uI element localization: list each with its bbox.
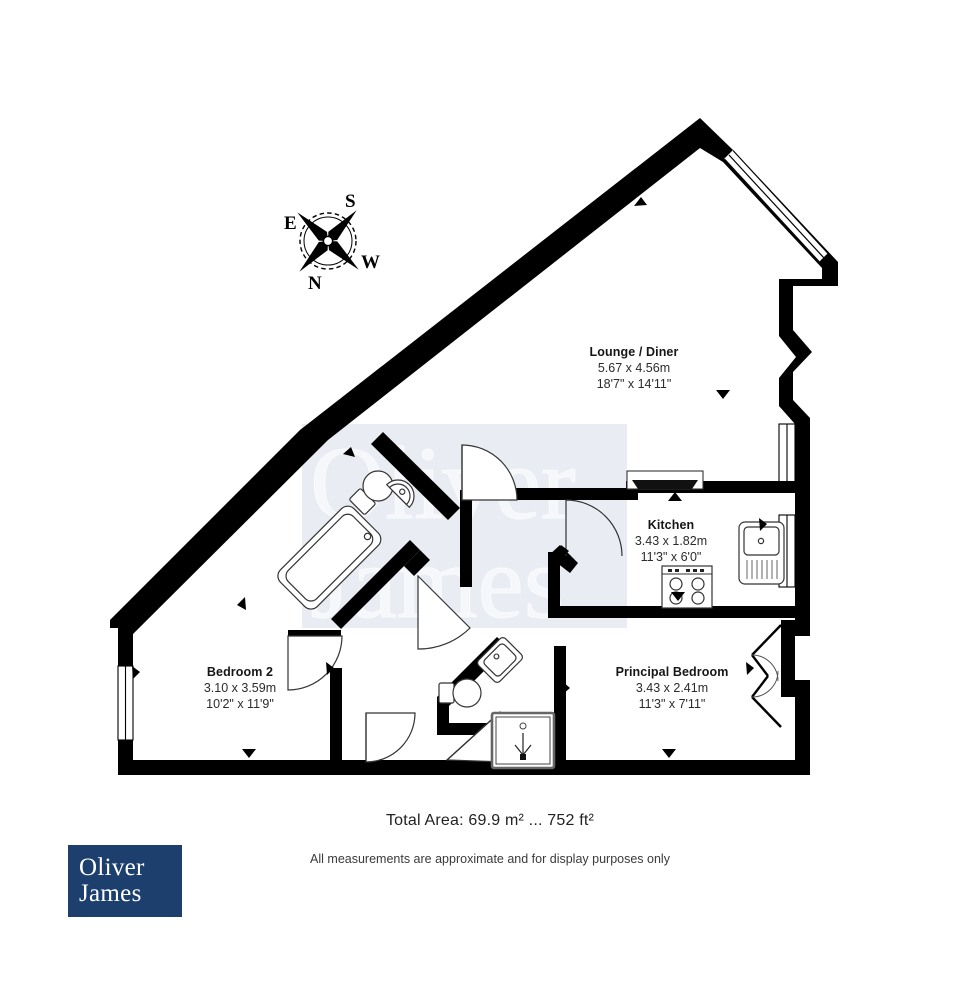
ensuite-wc-fixture	[438, 678, 482, 708]
agency-logo-line-1: Oliver	[79, 853, 145, 881]
kitchen-fixtures	[626, 470, 785, 609]
window-bedroom2-west	[117, 665, 134, 741]
disclaimer-text: All measurements are approximate and for…	[310, 852, 670, 866]
shower-tray-fixture	[490, 711, 556, 770]
footer: Total Area: 69.9 m² ... 752 ft² All meas…	[0, 812, 980, 866]
compass-label-n: N	[308, 273, 322, 294]
ensuite-fixtures	[438, 637, 556, 770]
compass-label-e: E	[284, 213, 297, 234]
compass-rose: S E W N	[284, 191, 380, 294]
compass-label-s: S	[345, 191, 356, 212]
agency-logo-line-2: James	[79, 880, 142, 907]
window-lounge-northeast	[724, 150, 829, 263]
compass-label-w: W	[361, 252, 380, 273]
window-lounge-east	[778, 423, 796, 491]
agency-logo[interactable]: Oliver James	[68, 845, 182, 917]
bifold-doors-principal	[751, 624, 782, 728]
kitchen-sink-fixture	[738, 521, 785, 585]
hob-fixture	[661, 565, 713, 609]
total-area-text: Total Area: 69.9 m² ... 752 ft²	[385, 812, 595, 829]
svg-text:Oliver: Oliver	[310, 426, 576, 541]
bath-fixture	[277, 505, 382, 610]
wall-markers	[132, 197, 767, 758]
bathroom-fixtures	[277, 470, 415, 610]
wash-basin-fixture	[385, 479, 415, 509]
worktop-fixture	[626, 470, 704, 490]
ensuite-basin-fixture	[477, 637, 523, 683]
wc-fixture	[349, 470, 394, 515]
